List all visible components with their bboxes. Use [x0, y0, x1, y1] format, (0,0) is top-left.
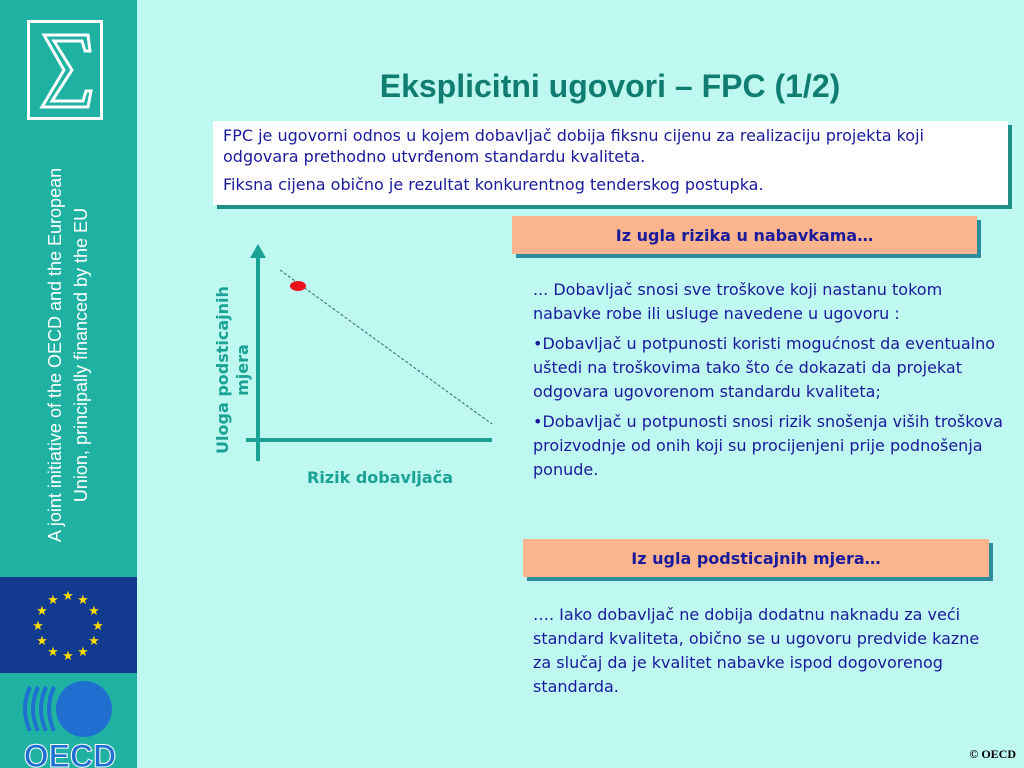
svg-text:★: ★ — [32, 619, 44, 634]
sigma-icon — [39, 33, 93, 109]
contract-marker — [290, 281, 306, 291]
risk-bullet-1: •Dobavljač u potpunosti koristi mogućnos… — [533, 334, 996, 401]
y-axis-label: Uloga podsticajnih mjera — [213, 286, 252, 454]
risk-section-body: ... Dobavljač snosi sve troškove koji na… — [533, 278, 1003, 488]
svg-text:★: ★ — [47, 593, 59, 608]
eu-flag-icon: ★ ★ ★ ★ ★ ★ ★ ★ ★ ★ ★ ★ — [0, 577, 137, 673]
definition-paragraph-1: FPC je ugovorni odnos u kojem dobavljač … — [223, 126, 924, 166]
copyright-notice: © OECD — [969, 747, 1016, 761]
svg-text:★: ★ — [62, 649, 74, 664]
risk-section-header: Iz ugla rizika u nabavkama… — [512, 216, 977, 254]
sidebar-caption-line1: A joint initiative of the OECD and the E… — [45, 167, 65, 543]
definition-paragraph-2: Fiksna cijena obično je rezultat konkure… — [223, 175, 764, 194]
sidebar-caption-line2: Union, principally financed by the EU — [71, 207, 91, 503]
risk-bullet-2: •Dobavljač u potpunosti snosi rizik snoš… — [533, 412, 1003, 479]
svg-text:★: ★ — [47, 645, 59, 660]
svg-text:★: ★ — [77, 593, 89, 608]
oecd-logo: OECD — [0, 673, 137, 768]
incentive-section-body: …. Iako dobavljač ne dobija dodatnu nakn… — [533, 603, 983, 705]
sidebar: A joint initiative of the OECD and the E… — [0, 0, 137, 768]
trend-line — [279, 269, 493, 425]
svg-text:★: ★ — [36, 604, 48, 619]
risk-incentive-diagram — [200, 240, 500, 470]
svg-text:★: ★ — [36, 634, 48, 649]
y-axis-arrow — [250, 244, 266, 258]
risk-paragraph-1: ... Dobavljač snosi sve troškove koji na… — [533, 280, 943, 323]
svg-text:★: ★ — [88, 634, 100, 649]
svg-text:★: ★ — [88, 604, 100, 619]
svg-text:★: ★ — [62, 589, 74, 604]
incentive-paragraph-1: …. Iako dobavljač ne dobija dodatnu nakn… — [533, 605, 980, 696]
incentive-section-header: Iz ugla podsticajnih mjera… — [523, 539, 989, 577]
sidebar-caption: A joint initiative of the OECD and the E… — [0, 140, 137, 570]
definition-box: FPC je ugovorni odnos u kojem dobavljač … — [213, 121, 1008, 205]
svg-text:★: ★ — [92, 619, 104, 634]
page-title: Eksplicitni ugovori – FPC (1/2) — [379, 68, 841, 104]
svg-text:OECD: OECD — [24, 738, 116, 768]
svg-text:★: ★ — [77, 645, 89, 660]
sigma-logo — [27, 20, 103, 120]
x-axis-label: Rizik dobavljača — [307, 468, 453, 487]
